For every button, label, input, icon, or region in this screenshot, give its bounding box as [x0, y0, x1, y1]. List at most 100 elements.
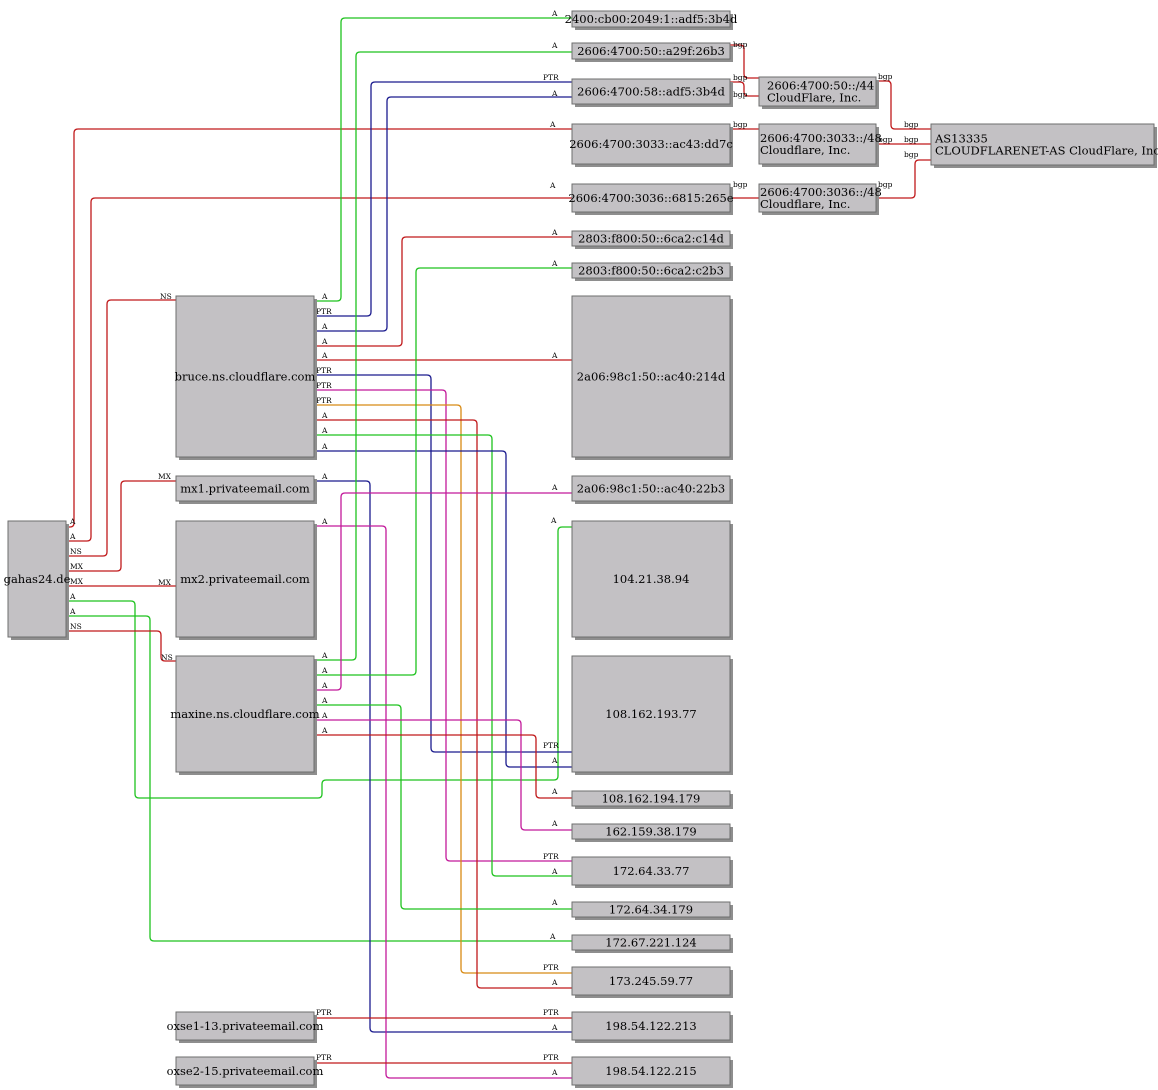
node-box — [571, 966, 731, 996]
node-ip6g[interactable]: 2803:f800:50::6ca2:c2b3 — [571, 262, 733, 281]
node-label: 2606:4700:50::/44 — [767, 79, 874, 93]
edge-label: PTR — [316, 396, 332, 405]
edge-label: A — [551, 756, 558, 765]
node-sublabel: CLOUDFLARENET-AS CloudFlare, Inc. — [935, 144, 1158, 158]
node-ip6h[interactable]: 2a06:98c1:50::ac40:214d — [571, 295, 733, 460]
edge-line — [314, 480, 572, 1033]
edge-label: bgp — [733, 180, 748, 189]
edge-label: A — [321, 726, 328, 735]
edge-label: MX — [70, 577, 84, 586]
node-ip6d[interactable]: 2606:4700:3033::ac43:dd7c — [569, 123, 733, 167]
node-box — [571, 123, 731, 165]
edge-maxine-ip4c: AA — [314, 726, 572, 799]
node-gahas[interactable]: gahas24.de — [4, 520, 71, 640]
node-mx1[interactable]: mx1.privateemail.com — [175, 475, 317, 504]
node-ip4i[interactable]: 198.54.122.213 — [571, 1011, 733, 1043]
edge-line — [730, 44, 759, 79]
edge-label: A — [551, 978, 558, 987]
edge-line — [730, 81, 759, 97]
node-ip6c[interactable]: 2606:4700:58::adf5:3b4d — [571, 78, 733, 107]
node-bruce[interactable]: bruce.ns.cloudflare.com — [175, 295, 317, 460]
node-ip6b[interactable]: 2606:4700:50::a29f:26b3 — [571, 42, 733, 62]
node-mx2[interactable]: mx2.privateemail.com — [175, 520, 317, 640]
node-box — [571, 42, 731, 60]
node-oxse2[interactable]: oxse2-15.privateemail.com — [167, 1056, 324, 1088]
node-oxse1[interactable]: oxse1-13.privateemail.com — [167, 1011, 324, 1043]
edge-label: A — [551, 41, 558, 50]
edge-line — [314, 389, 572, 862]
edge-line — [314, 51, 572, 661]
node-box — [175, 655, 315, 773]
edge-label: bgp — [904, 150, 919, 159]
node-ip4e[interactable]: 172.64.33.77 — [571, 856, 733, 888]
edge-label: A — [551, 867, 558, 876]
edge-label: A — [321, 411, 328, 420]
edge-label: MX — [158, 472, 172, 481]
edge-gahas-ip6e: AA — [66, 181, 572, 542]
node-label: AS13335 — [934, 132, 988, 146]
node-box — [571, 790, 731, 807]
node-ip6i[interactable]: 2a06:98c1:50::ac40:22b3 — [571, 475, 733, 504]
edge-label: A — [321, 426, 328, 435]
node-ip6f[interactable]: 2803:f800:50::6ca2:c14d — [571, 230, 733, 249]
edge-bruce-ip4b: AA — [314, 442, 572, 768]
node-ip4b[interactable]: 108.162.193.77 — [571, 655, 733, 775]
node-label: 108.162.194.179 — [602, 792, 701, 806]
edge-label: A — [551, 483, 558, 492]
node-box — [175, 295, 315, 458]
edge-line — [66, 480, 176, 572]
edge-ip6e-pfx3036: bgp — [730, 180, 759, 199]
node-label: 2803:f800:50::6ca2:c14d — [578, 232, 724, 246]
node-ip4j[interactable]: 198.54.122.215 — [571, 1056, 733, 1088]
node-ip6a[interactable]: 2400:cb00:2049:1::adf5:3b4d — [565, 10, 738, 30]
edge-label: NS — [70, 622, 82, 631]
node-maxine[interactable]: maxine.ns.cloudflare.com — [170, 655, 320, 775]
edge-label: A — [321, 711, 328, 720]
node-box — [758, 123, 877, 165]
node-box — [571, 856, 731, 886]
node-label: mx2.privateemail.com — [180, 572, 310, 586]
node-ip4h[interactable]: 173.245.59.77 — [571, 966, 733, 998]
node-ip4f[interactable]: 172.64.34.179 — [571, 901, 733, 920]
edge-label: bgp — [878, 180, 893, 189]
node-box — [571, 183, 731, 213]
node-box — [571, 230, 731, 247]
node-label: 2606:4700:58::adf5:3b4d — [577, 85, 725, 99]
edge-bruce-ip4h: AA — [314, 411, 572, 989]
edge-label: A — [551, 898, 558, 907]
node-box — [758, 183, 877, 213]
node-box — [571, 823, 731, 840]
node-label: 172.64.33.77 — [613, 864, 690, 878]
edge-label: PTR — [543, 1008, 559, 1017]
edge-line — [314, 81, 572, 317]
node-box — [571, 1056, 731, 1086]
edge-label: bgp — [904, 135, 919, 144]
node-ip4d[interactable]: 162.159.38.179 — [571, 823, 733, 842]
edge-line — [876, 159, 931, 199]
node-box — [571, 934, 731, 951]
node-ip4a[interactable]: 104.21.38.94 — [571, 520, 733, 640]
node-ip6e[interactable]: 2606:4700:3036::6815:265e — [568, 183, 734, 215]
edge-label: A — [551, 259, 558, 268]
edge-label: PTR — [543, 1053, 559, 1062]
edge-line — [314, 704, 572, 910]
edge-line — [66, 630, 176, 662]
edge-label: PTR — [543, 963, 559, 972]
edge-line — [314, 450, 572, 768]
node-label: gahas24.de — [4, 572, 71, 586]
node-box — [571, 262, 731, 279]
edge-line — [66, 299, 176, 557]
node-label: oxse1-13.privateemail.com — [167, 1019, 324, 1033]
node-ip4g[interactable]: 172.67.221.124 — [571, 934, 733, 953]
node-ip4c[interactable]: 108.162.194.179 — [571, 790, 733, 809]
edge-line — [314, 17, 572, 302]
